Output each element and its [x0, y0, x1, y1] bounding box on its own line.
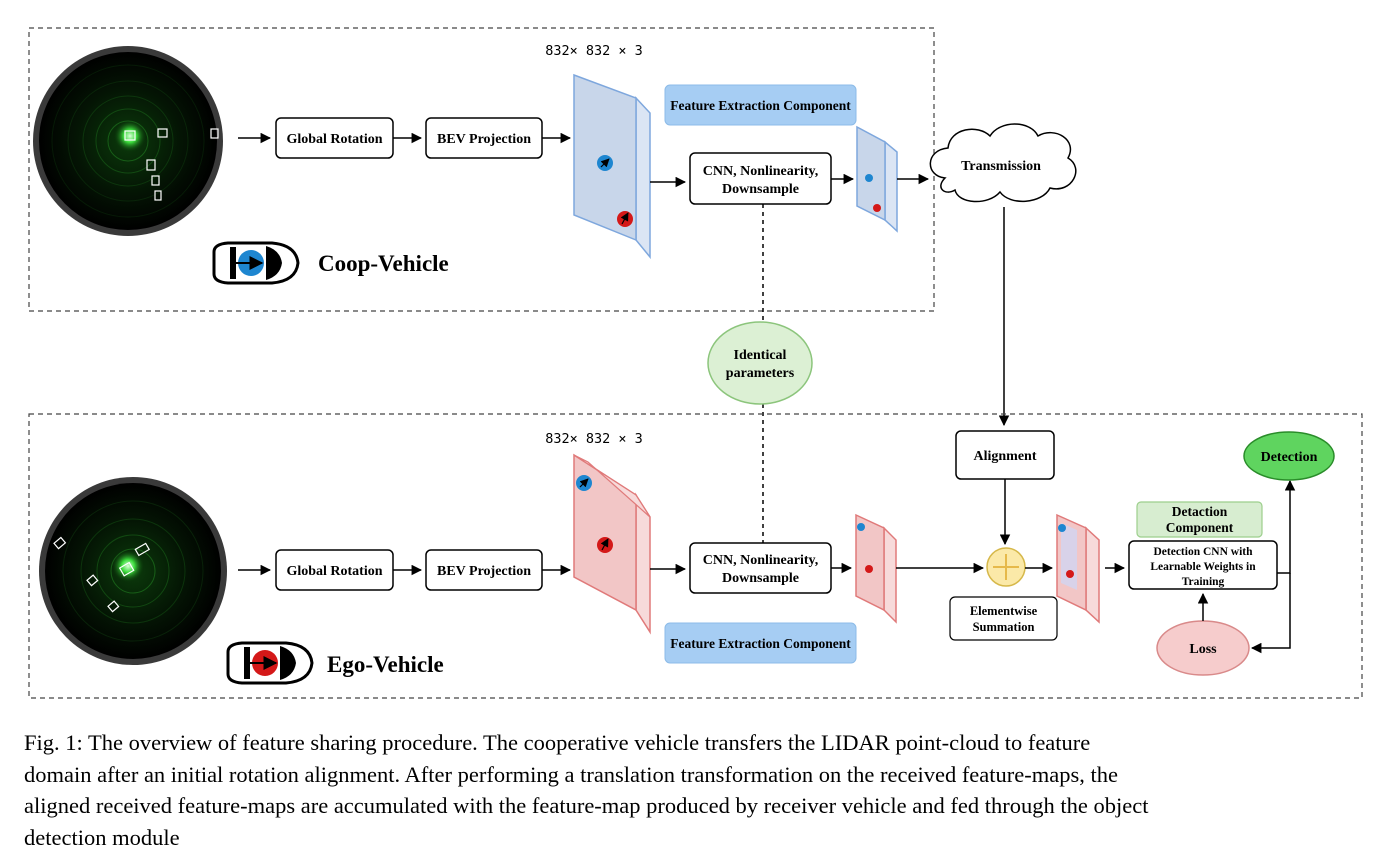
detection-cnn-label-line1: Detection CNN with — [1153, 546, 1253, 558]
transmission-cloud: Transmission — [929, 123, 1077, 203]
coop-feature-extraction-label: Feature Extraction Component — [670, 98, 851, 113]
detection-cnn-box: Detection CNN with Learnable Weights in … — [1128, 540, 1278, 590]
coop-global-rotation-box: Global Rotation — [275, 117, 394, 159]
ego-cnn-box: CNN, Nonlinearity, Downsample — [689, 542, 832, 594]
loss-label: Loss — [1189, 642, 1217, 657]
transmission-label: Transmission — [961, 159, 1041, 174]
coop-output-feature-map — [856, 125, 898, 233]
ego-vehicle-icon — [226, 641, 314, 685]
detection-cnn-label-line2: Learnable Weights in — [1150, 561, 1256, 573]
ego-cnn-label-line2: Downsample — [722, 571, 799, 586]
coop-bev-projection-label: BEV Projection — [437, 132, 531, 147]
ego-cnn-label-line1: CNN, Nonlinearity, — [703, 553, 819, 568]
caption-line-4: detection module — [24, 824, 180, 850]
detection-component-line1: Detaction — [1172, 504, 1228, 519]
coop-cnn-box: CNN, Nonlinearity, Downsample — [689, 152, 832, 205]
caption-line-1: Fig. 1: The overview of feature sharing … — [24, 730, 1091, 755]
arrow-detection-cnn-to-loss — [1250, 573, 1291, 654]
ego-global-rotation-box: Global Rotation — [275, 549, 394, 591]
coop-vehicle-label: Coop-Vehicle — [318, 251, 449, 276]
loss-ellipse: Loss — [1156, 620, 1250, 676]
detection-cnn-label-line3: Training — [1182, 576, 1225, 588]
elementwise-summation-box: Elementwise Summation — [949, 596, 1058, 641]
coop-global-rotation-label: Global Rotation — [286, 132, 382, 147]
detection-component-line2: Component — [1166, 520, 1234, 535]
coop-input-feature-map — [573, 73, 651, 260]
coop-vehicle-icon — [212, 241, 300, 285]
coop-cnn-label-line1: CNN, Nonlinearity, — [703, 164, 819, 179]
identical-label-line2: parameters — [726, 366, 795, 381]
ego-feature-extraction-label-box: Feature Extraction Component — [664, 622, 857, 664]
elementwise-sum-icon — [986, 547, 1026, 587]
alignment-box: Alignment — [955, 430, 1055, 480]
elementwise-label-line2: Summation — [973, 620, 1035, 634]
ego-vehicle-label: Ego-Vehicle — [327, 652, 444, 677]
ego-lidar-scan-image — [39, 477, 227, 665]
ego-input-feature-map — [573, 453, 651, 635]
feature-sharing-diagram: Global Rotation BEV Projection 832× 832 … — [28, 27, 1363, 699]
identical-label-line1: Identical — [734, 348, 787, 363]
ego-bev-projection-box: BEV Projection — [425, 549, 543, 591]
caption-line-3: aligned received feature-maps are accumu… — [24, 793, 1149, 818]
fused-feature-map — [1056, 513, 1100, 624]
elementwise-label-line1: Elementwise — [970, 604, 1038, 618]
ego-feature-extraction-label: Feature Extraction Component — [670, 636, 851, 651]
ego-dims-label: 832× 832 × 3 — [545, 431, 643, 447]
figure-caption: Fig. 1: The overview of feature sharing … — [24, 727, 1369, 853]
ego-output-feature-map — [855, 513, 897, 624]
coop-feature-extraction-label-box: Feature Extraction Component — [664, 84, 857, 126]
coop-bev-projection-box: BEV Projection — [425, 117, 543, 159]
coop-dims-label: 832× 832 × 3 — [545, 43, 643, 59]
alignment-label: Alignment — [974, 449, 1037, 464]
coop-cnn-label-line2: Downsample — [722, 182, 799, 197]
detection-component-label-box: Detaction Component — [1136, 501, 1263, 538]
detection-ellipse: Detection — [1243, 431, 1335, 481]
ego-bev-projection-label: BEV Projection — [437, 564, 531, 579]
identical-parameters-ellipse: Identical parameters — [707, 321, 813, 405]
arrow-detection-cnn-to-detection — [1277, 479, 1296, 574]
ego-region-border — [28, 413, 1363, 699]
ego-global-rotation-label: Global Rotation — [286, 564, 382, 579]
coop-lidar-scan-image — [33, 46, 223, 236]
detection-label: Detection — [1261, 450, 1318, 465]
caption-line-2: domain after an initial rotation alignme… — [24, 761, 1118, 787]
